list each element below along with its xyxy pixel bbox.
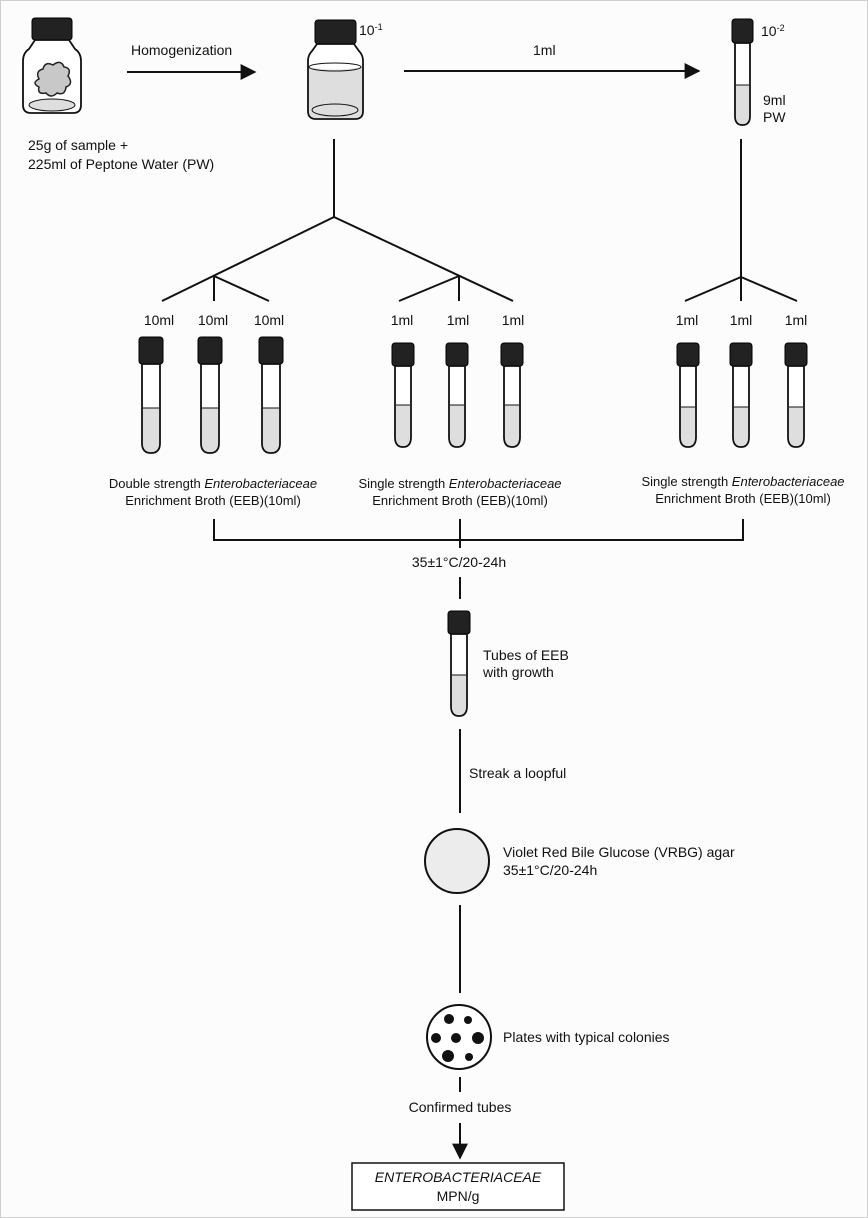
group-label-single-strength-2-line2: Enrichment Broth (EEB)(10ml) (655, 491, 831, 506)
enrichment-tube (676, 342, 700, 448)
tube-volume-label: 10ml (254, 312, 284, 328)
tube-group-single-strength-1 (391, 342, 524, 448)
tube-group-double-strength (138, 336, 284, 454)
enrichment-tube (197, 336, 223, 454)
tube-volume-label: 1ml (785, 312, 808, 328)
agar-plate-icon (424, 828, 490, 894)
dilution-label-10-2: 10-2 (761, 23, 785, 39)
tube-group-single-strength-2 (676, 342, 808, 448)
tube-volume-label: 1ml (730, 312, 753, 328)
agar-label-line2: 35±1°C/20-24h (503, 862, 597, 878)
enrichment-tube (500, 342, 524, 448)
tube-volume-label: 10ml (198, 312, 228, 328)
result-unit: MPN/g (437, 1188, 480, 1204)
tube-volume-label: 1ml (502, 312, 525, 328)
group-label-double-strength-line2: Enrichment Broth (EEB)(10ml) (125, 493, 301, 508)
growth-label-line1: Tubes of EEB (483, 647, 569, 663)
dilution-label-10-1: 10-1 (359, 22, 383, 38)
enrichment-tube (784, 342, 808, 448)
dilution-volume-label: 9ml (763, 92, 786, 108)
confirmed-label: Confirmed tubes (409, 1099, 512, 1115)
food-sample-icon (34, 61, 72, 97)
colonies-plate-icon (426, 1004, 492, 1070)
tube-volume-label: 1ml (391, 312, 414, 328)
agar-label-line1: Violet Red Bile Glucose (VRBG) agar (503, 844, 735, 860)
growth-tube (447, 610, 471, 717)
group-label-double-strength: Double strength Enterobacteriaceae (109, 476, 317, 491)
plates-label: Plates with typical colonies (503, 1029, 670, 1045)
enrichment-tube (138, 336, 164, 454)
dilution-bottle-10-1 (307, 19, 364, 120)
sample-label-line2: 225ml of Peptone Water (PW) (28, 156, 214, 172)
branch-lines-tube (684, 139, 798, 302)
streak-label: Streak a loopful (469, 765, 566, 781)
enrichment-tube (445, 342, 469, 448)
tube-volume-label: 1ml (447, 312, 470, 328)
enrichment-tube (391, 342, 415, 448)
growth-label-line2: with growth (482, 664, 554, 680)
tube-volume-label: 1ml (676, 312, 699, 328)
enrichment-tube (729, 342, 753, 448)
result-organism: ENTEROBACTERIACEAE (375, 1169, 542, 1185)
group-label-single-strength-1: Single strength Enterobacteriaceae (358, 476, 561, 491)
tube-volume-label: 10ml (144, 312, 174, 328)
group-label-single-strength-2: Single strength Enterobacteriaceae (641, 474, 844, 489)
merge-bracket (213, 519, 744, 548)
sample-label-line1: 25g of sample + (28, 137, 128, 153)
homogenization-label: Homogenization (131, 42, 232, 58)
transfer-1ml-label: 1ml (533, 42, 556, 58)
group-label-single-strength-1-line2: Enrichment Broth (EEB)(10ml) (372, 493, 548, 508)
branch-lines-bottle (161, 139, 514, 302)
result-box (351, 1162, 565, 1211)
enrichment-tube (258, 336, 284, 454)
sample-jar (22, 17, 82, 114)
dilution-tube-10-2 (731, 18, 754, 126)
incubation-label: 35±1°C/20-24h (412, 554, 506, 570)
dilution-diluent-label: PW (763, 109, 786, 125)
